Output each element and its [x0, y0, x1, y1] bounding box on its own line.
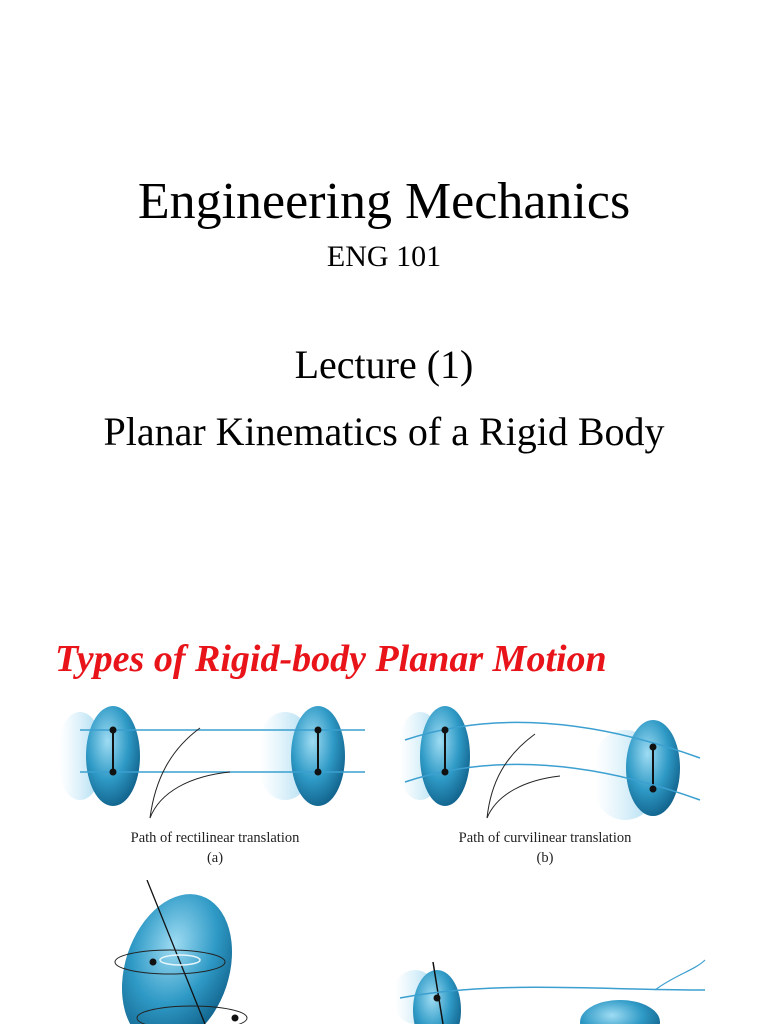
rotation-arrow — [114, 949, 226, 975]
path-curve — [399, 986, 706, 999]
path-curve — [404, 763, 701, 801]
path-curve — [404, 721, 701, 759]
path-indicator — [486, 733, 536, 819]
slide-title: Engineering Mechanics — [137, 173, 631, 230]
figure-general-plane-motion — [395, 959, 706, 1024]
lecture-subtitle: Planar Kinematics of a Rigid Body — [103, 409, 665, 454]
rotation-axis — [146, 880, 206, 1024]
figure-curvilinear-translation — [400, 706, 701, 820]
rigid-body — [121, 894, 233, 1024]
figure-rotation-fixed-axis — [114, 880, 248, 1024]
figure-b-label: (b) — [536, 850, 554, 866]
figure-a-caption: Path of rectilinear translation — [130, 830, 300, 846]
path-indicator — [149, 727, 201, 819]
figure-a-label: (a) — [206, 850, 224, 866]
rigid-body-right — [580, 1000, 660, 1024]
lecture-number: Lecture (1) — [294, 342, 474, 387]
section-heading: Types of Rigid-body Planar Motion — [55, 638, 607, 680]
figure-b-caption: Path of curvilinear translation — [458, 830, 632, 846]
figure-rectilinear-translation — [60, 706, 365, 819]
course-code: ENG 101 — [326, 240, 442, 273]
